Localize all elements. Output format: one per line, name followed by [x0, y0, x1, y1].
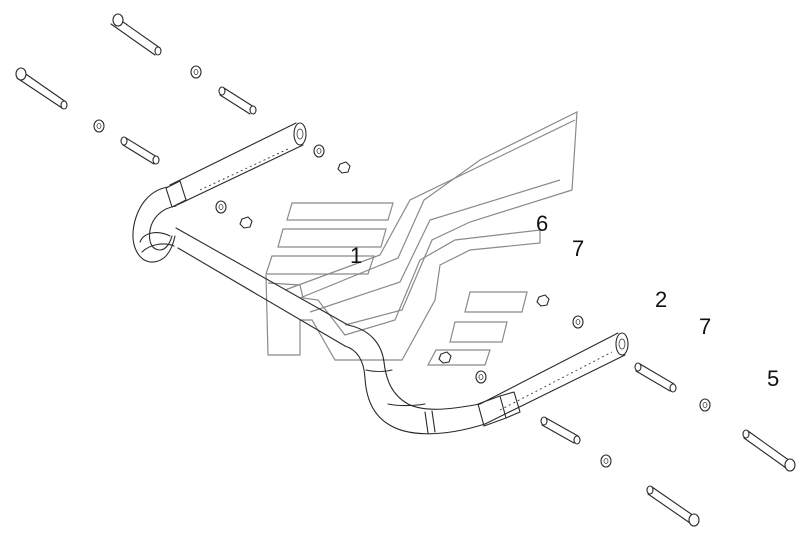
sleeve-lower-1: [634, 362, 677, 393]
washer-upper-4: [215, 200, 227, 214]
bolt-lower-2: [646, 485, 700, 527]
nut-lower-2: [438, 351, 452, 364]
callout-label-1: 1: [350, 243, 363, 268]
washer-upper-2: [93, 119, 105, 133]
nut-upper-2: [239, 216, 253, 229]
nut-upper-1: [337, 161, 351, 174]
sleeve-lower-2: [540, 416, 581, 445]
nut-lower-1: [536, 294, 550, 307]
bolt-lower-1: [742, 429, 796, 472]
sleeve-upper-1: [218, 86, 257, 115]
callout-label-7-lower: 7: [699, 314, 712, 339]
callout-label-2: 2: [655, 287, 668, 312]
bolt-upper-2: [15, 67, 68, 110]
bolt-upper-1: [110, 13, 162, 56]
stabilizer-bar: [132, 122, 629, 435]
washer-lower-1: [572, 315, 584, 329]
washer-lower-3: [699, 398, 711, 412]
washer-lower-4: [600, 454, 612, 468]
washer-upper-3: [313, 144, 325, 158]
callout-label-6: 6: [536, 211, 549, 236]
watermark-logo: [265, 111, 578, 366]
washer-lower-2: [475, 370, 487, 384]
washer-upper-1: [190, 65, 202, 79]
callout-label-5: 5: [767, 366, 780, 391]
sleeve-upper-2: [120, 136, 160, 165]
callout-label-7-upper: 7: [572, 236, 585, 261]
